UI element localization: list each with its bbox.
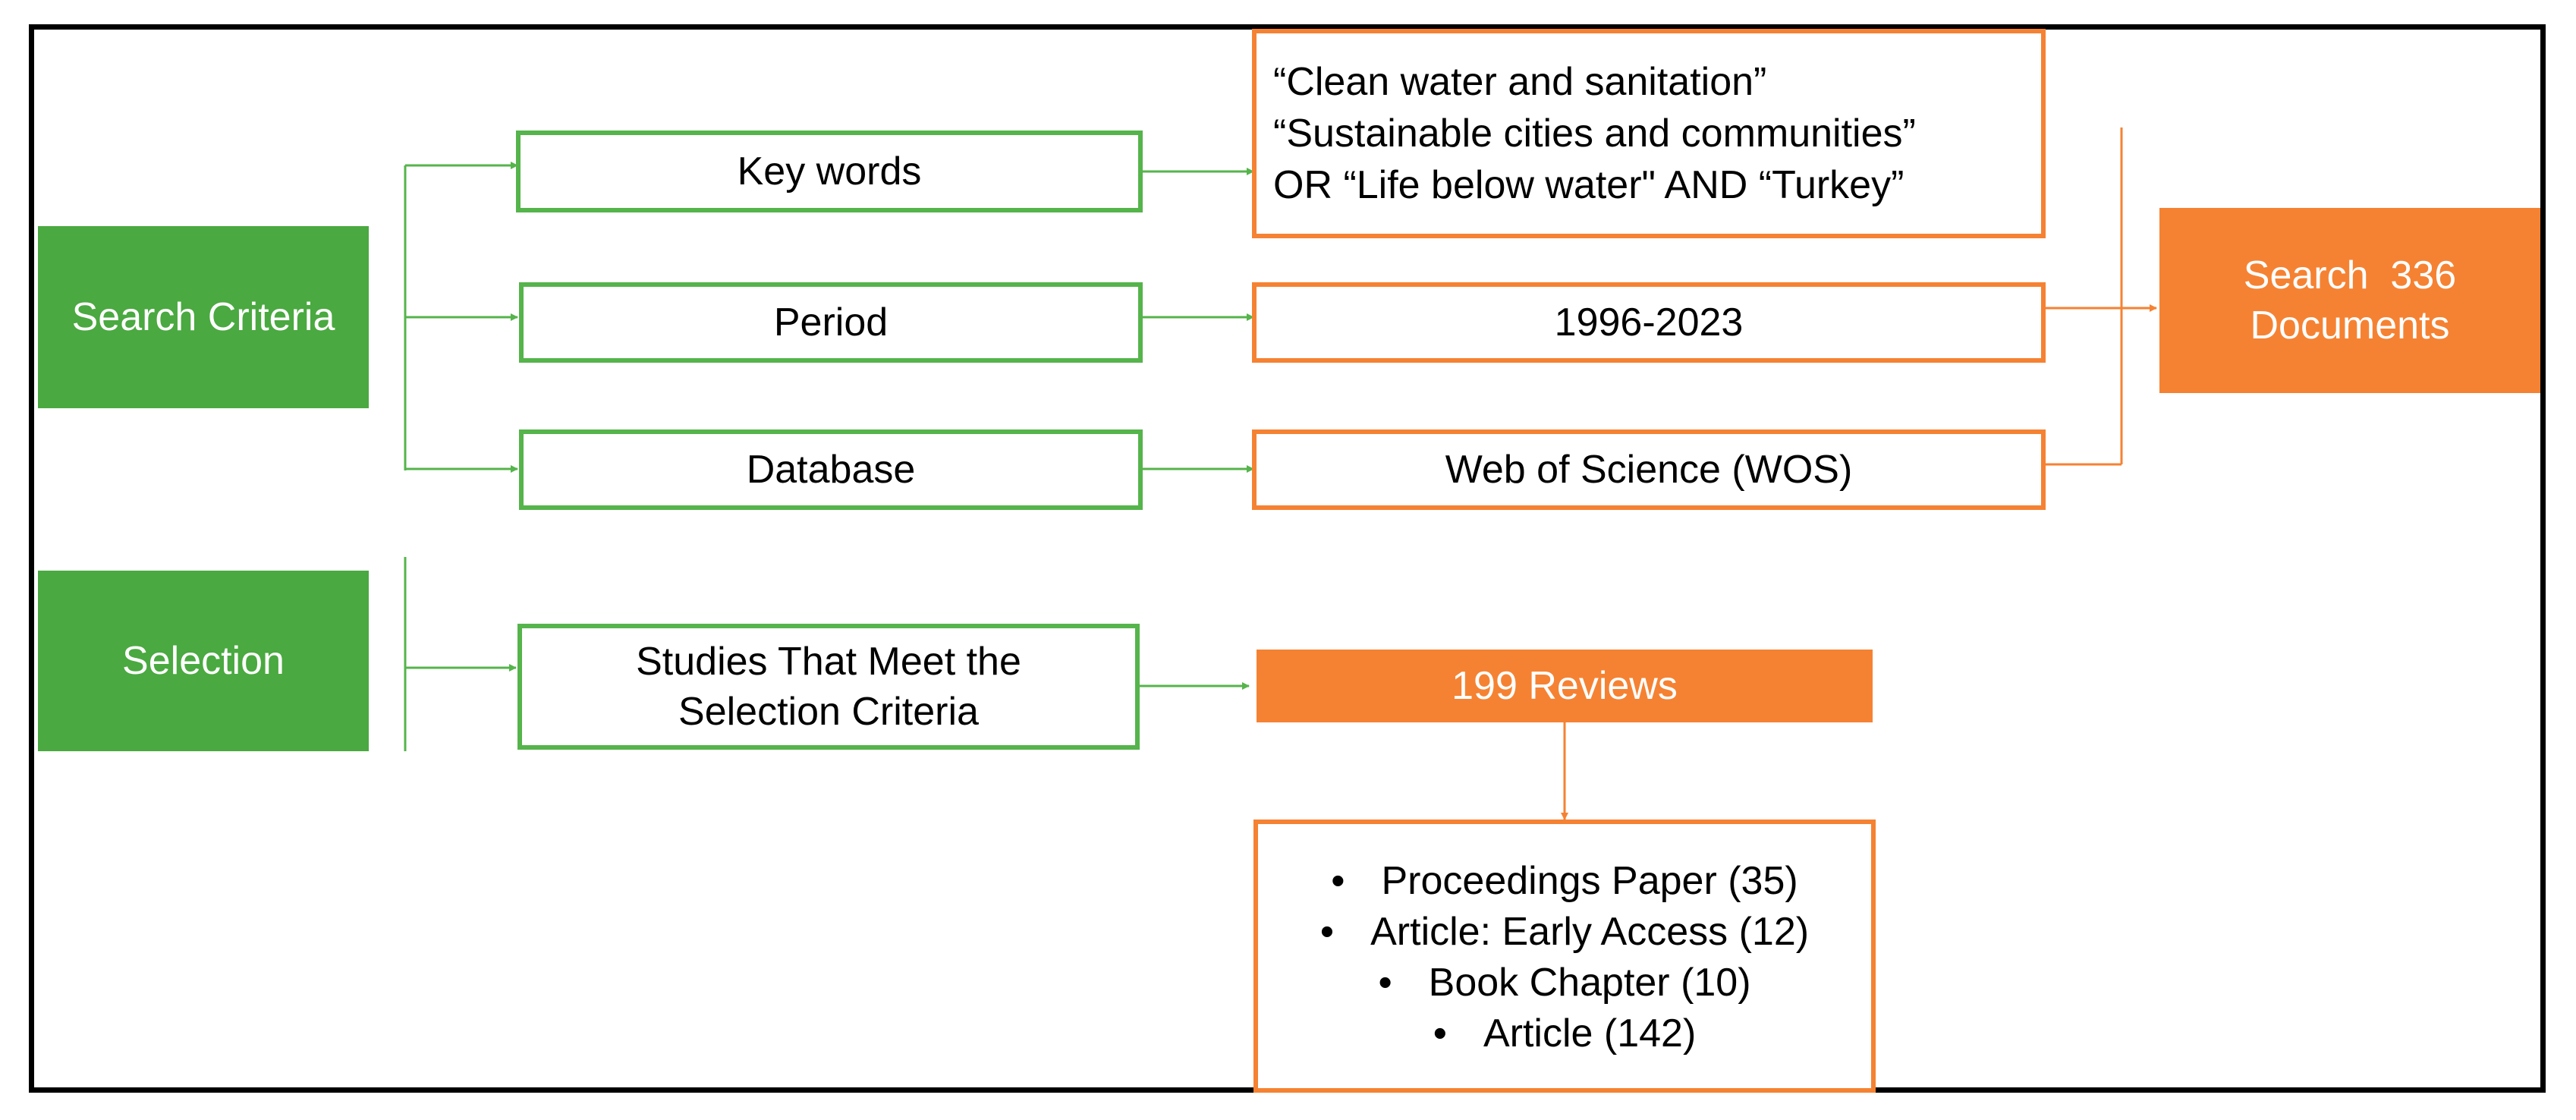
document-type-label: Article (142) xyxy=(1483,1011,1697,1056)
period-value: 1996-2023 xyxy=(1554,300,1744,344)
database-label: Database xyxy=(746,448,916,492)
bullet-icon: • xyxy=(1319,910,1335,954)
studies-criteria-line2: Selection Criteria xyxy=(678,690,979,734)
period-value-box: 1996-2023 xyxy=(1252,282,2046,363)
keyword-terms-box: “Clean water and sanitation” “Sustainabl… xyxy=(1252,29,2046,238)
bullet-icon: • xyxy=(1433,1011,1447,1056)
bullet-icon: • xyxy=(1378,961,1392,1005)
document-type-label: Article: Early Access (12) xyxy=(1370,910,1810,954)
search-result-count: Search 336 xyxy=(2243,253,2457,297)
database-box: Database xyxy=(519,429,1143,510)
document-type-item: • Article (142) xyxy=(1433,1008,1697,1059)
search-result-box: Search 336 Documents xyxy=(2159,208,2540,393)
period-label: Period xyxy=(773,300,889,344)
document-type-label: Proceedings Paper (35) xyxy=(1381,859,1798,903)
selection-label: Selection xyxy=(122,639,285,683)
database-value-box: Web of Science (WOS) xyxy=(1252,429,2046,510)
reviews-result-label: 199 Reviews xyxy=(1452,664,1678,708)
keywords-label: Key words xyxy=(737,149,922,193)
search-criteria-box: Search Criteria xyxy=(38,226,369,408)
studies-criteria-box: Studies That Meet the Selection Criteria xyxy=(517,624,1140,750)
document-type-item: • Proceedings Paper (35) xyxy=(1331,856,1798,907)
period-box: Period xyxy=(519,282,1143,363)
search-criteria-label: Search Criteria xyxy=(71,295,335,339)
search-result-unit: Documents xyxy=(2250,304,2450,348)
keyword-term-line: OR “Life below water" AND “Turkey” xyxy=(1273,163,1904,207)
keyword-term-line: “Clean water and sanitation” xyxy=(1273,60,1767,104)
document-types-box: • Proceedings Paper (35) • Article: Early … xyxy=(1253,820,1876,1093)
document-type-item: • Article: Early Access (12) xyxy=(1320,907,1809,958)
document-type-item: • Book Chapter (10) xyxy=(1378,958,1750,1008)
keyword-term-line: “Sustainable cities and communities” xyxy=(1273,112,1916,156)
keywords-box: Key words xyxy=(516,131,1143,212)
document-type-label: Book Chapter (10) xyxy=(1428,961,1751,1005)
reviews-result-box: 199 Reviews xyxy=(1257,650,1873,722)
bullet-icon: • xyxy=(1331,859,1345,903)
database-value: Web of Science (WOS) xyxy=(1445,448,1853,492)
studies-criteria-line1: Studies That Meet the xyxy=(636,640,1021,684)
selection-box: Selection xyxy=(38,571,369,751)
